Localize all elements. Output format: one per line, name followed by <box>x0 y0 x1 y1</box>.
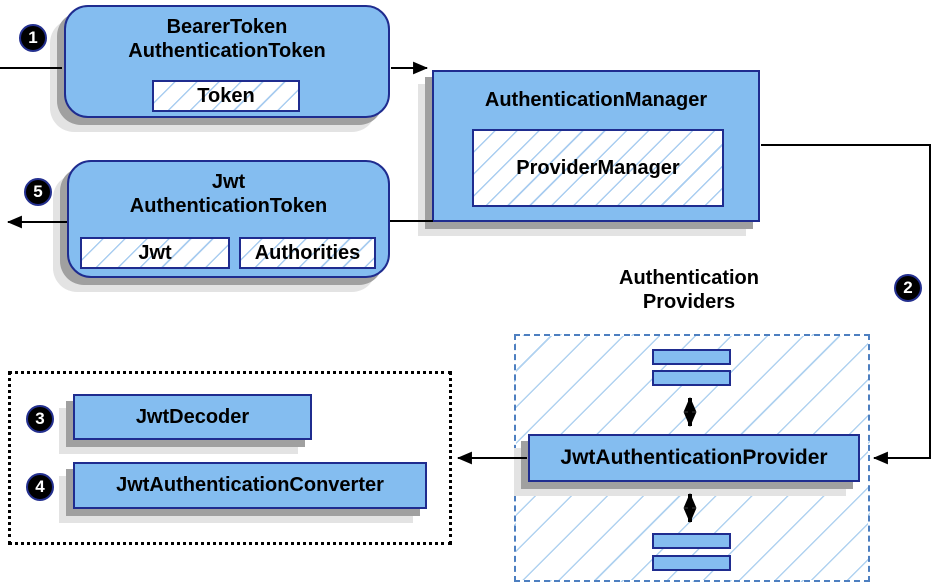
jwt-token-node-title: Jwt AuthenticationToken <box>69 162 388 218</box>
step-4-badge: 4 <box>26 473 54 501</box>
jwt-field-label: Jwt <box>138 241 172 264</box>
authorities-field: Authorities <box>239 237 376 269</box>
provider-placeholder-rect-top-2 <box>652 370 731 386</box>
authentication-manager-title-text: AuthenticationManager <box>484 89 708 111</box>
step-1-number: 1 <box>28 28 38 47</box>
bearer-token-authentication-token-node: BearerToken AuthenticationToken Token <box>64 5 390 118</box>
providers-label-line1: Authentication <box>619 267 759 289</box>
provider-placeholder-rect-top-1 <box>652 349 731 365</box>
authentication-providers-label: Authentication Providers <box>574 266 804 314</box>
step-1-badge: 1 <box>19 24 47 52</box>
provider-manager-label: ProviderManager <box>516 156 680 179</box>
jwt-field: Jwt <box>80 237 230 269</box>
authorities-field-label: Authorities <box>254 241 361 264</box>
step-5-badge: 5 <box>24 178 52 206</box>
jwt-token-title-line2: AuthenticationToken <box>129 195 328 217</box>
bearer-token-node-title: BearerToken AuthenticationToken <box>66 7 388 63</box>
bearer-token-title-line2: AuthenticationToken <box>128 40 326 62</box>
providers-label-line2: Providers <box>642 291 736 313</box>
authentication-manager-node: AuthenticationManager ProviderManager <box>432 70 760 222</box>
jwt-authentication-provider-label: JwtAuthenticationProvider <box>560 446 828 469</box>
authentication-manager-title: AuthenticationManager <box>434 72 758 112</box>
jwt-authentication-converter-node: JwtAuthenticationConverter <box>73 462 427 509</box>
jwt-decoder-label: JwtDecoder <box>135 405 250 428</box>
provider-manager-field: ProviderManager <box>472 129 724 207</box>
bearer-token-title-line1: BearerToken <box>166 16 288 38</box>
jwt-decoder-node: JwtDecoder <box>73 394 312 440</box>
jwt-token-title-line1: Jwt <box>211 171 246 193</box>
token-field: Token <box>152 80 300 112</box>
token-field-label: Token <box>197 84 255 107</box>
provider-placeholder-rect-bottom-1 <box>652 533 731 549</box>
step-4-number: 4 <box>35 477 45 496</box>
step-3-badge: 3 <box>26 405 54 433</box>
step-3-number: 3 <box>35 409 45 428</box>
jwt-authentication-token-node: Jwt AuthenticationToken Jwt Authorities <box>67 160 390 278</box>
provider-placeholder-rect-bottom-2 <box>652 555 731 571</box>
step-2-number: 2 <box>903 278 913 297</box>
jwt-authentication-converter-label: JwtAuthenticationConverter <box>116 474 384 496</box>
step-5-number: 5 <box>33 182 43 201</box>
jwt-authentication-provider-node: JwtAuthenticationProvider <box>528 434 860 482</box>
step-2-badge: 2 <box>894 274 922 302</box>
